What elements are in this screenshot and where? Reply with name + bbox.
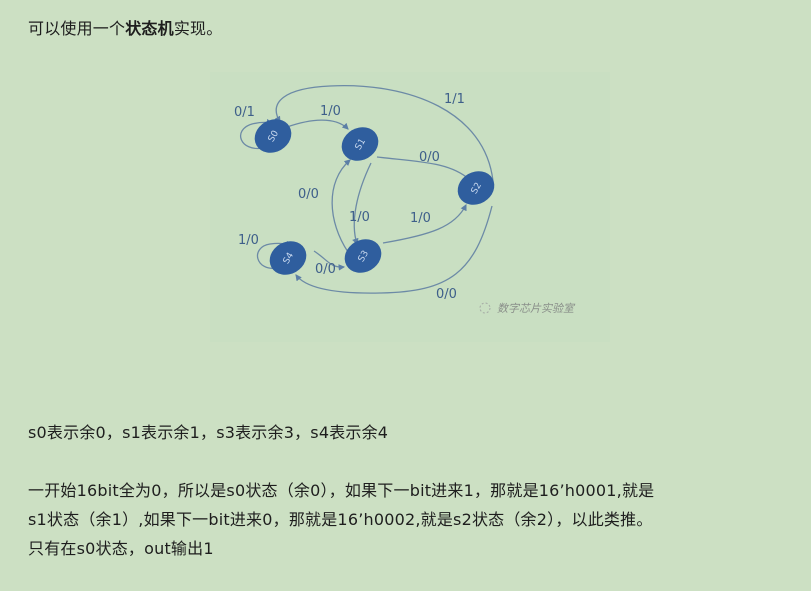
edge-s4-s3 <box>313 250 346 271</box>
label-s0-s1: 1/0 <box>320 104 341 119</box>
svg-text:S3: S3 <box>357 249 371 264</box>
explanation-paragraph: 一开始16bit全为0，所以是s0状态（余0），如果下一bit进来1，那就是16… <box>28 476 654 563</box>
intro-prefix: 可以使用一个 <box>28 19 126 38</box>
label-s3-s2: 1/0 <box>410 211 431 226</box>
explanation-line-3: 只有在s0状态，out输出1 <box>28 539 214 558</box>
label-s1-s2: 0/0 <box>419 150 440 165</box>
label-s2-s4: 0/0 <box>436 287 457 302</box>
svg-text:数字芯片实验室: 数字芯片实验室 <box>497 302 576 315</box>
edge-s1-s2 <box>376 156 471 181</box>
label-s4-s3: 0/0 <box>315 262 336 277</box>
state-machine-diagram: S0 S1 S2 S3 S4 0/1 1/0 1/1 0/0 0/0 1/0 1… <box>210 72 610 342</box>
label-s3-s1: 0/0 <box>298 187 319 202</box>
intro-bold-term: 状态机 <box>125 19 174 38</box>
intro-suffix: 实现。 <box>173 19 223 38</box>
edge-s1-s3 <box>352 162 372 246</box>
state-s0: S0 <box>254 119 292 153</box>
state-s2: S2 <box>457 171 495 205</box>
svg-text:S1: S1 <box>354 137 368 152</box>
label-s1-s3: 1/0 <box>349 210 370 225</box>
explanation-line-1: 一开始16bit全为0，所以是s0状态（余0），如果下一bit进来1，那就是16… <box>28 481 655 500</box>
edge-s2-s0 <box>274 84 494 182</box>
edge-s0-s1 <box>286 119 349 130</box>
label-s4-s4: 1/0 <box>238 233 259 248</box>
state-s1: S1 <box>341 127 379 161</box>
state-s4: S4 <box>269 241 307 275</box>
edge-s3-s2 <box>382 204 467 244</box>
edge-s3-s1 <box>331 159 351 253</box>
watermark: 数字芯片实验室 <box>479 302 576 315</box>
label-s0-s0: 0/1 <box>234 105 255 120</box>
explanation-line-2: s1状态（余1）,如果下一bit进来0，那就是16’h0002,就是s2状态（余… <box>28 510 653 529</box>
svg-text:S2: S2 <box>470 181 484 196</box>
edge-s2-s4 <box>295 205 493 294</box>
state-legend-text: s0表示余0，s1表示余1，s3表示余3，s4表示余4 <box>28 423 389 442</box>
state-s3: S3 <box>344 239 382 273</box>
intro-paragraph: 可以使用一个状态机实现。 <box>28 16 222 42</box>
label-s2-s0: 1/1 <box>444 92 465 107</box>
